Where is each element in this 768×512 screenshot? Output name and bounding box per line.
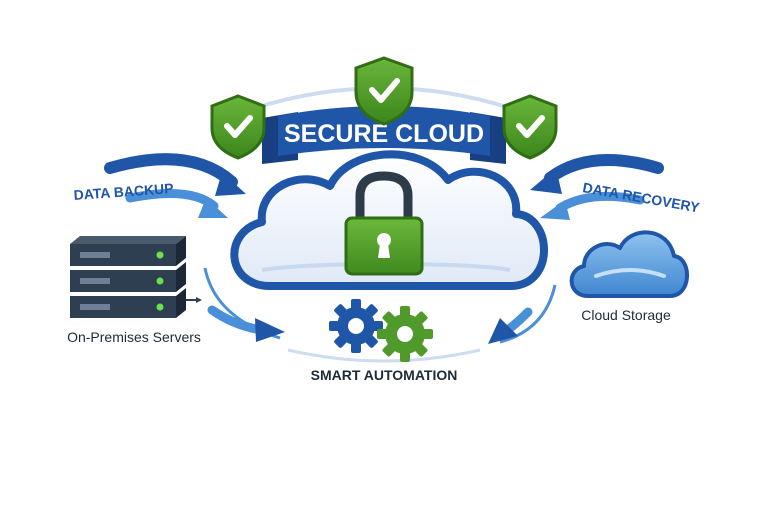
gear-icon [329, 299, 383, 353]
shield-check-icon [502, 94, 558, 160]
data-backup-label: DATA BACKUP [73, 180, 174, 203]
servers-label: On-Premises Servers [67, 329, 201, 345]
secure-cloud-banner: SECURE CLOUD [262, 106, 506, 164]
gear-icon [377, 306, 433, 362]
padlock-icon [344, 171, 424, 276]
storage-label: Cloud Storage [581, 307, 671, 323]
data-recovery-label: DATA RECOVERY [581, 179, 701, 215]
server-rack-icon [70, 236, 202, 318]
shield-check-icon [210, 94, 266, 160]
shield-check-icon [354, 56, 414, 126]
server-unit [70, 262, 186, 292]
automation-label: SMART AUTOMATION [311, 367, 458, 383]
data-recovery-arrows [488, 154, 664, 344]
server-unit [70, 236, 186, 266]
cloud-icon [569, 230, 689, 298]
data-backup-arrows [104, 153, 285, 342]
server-unit [70, 288, 186, 318]
